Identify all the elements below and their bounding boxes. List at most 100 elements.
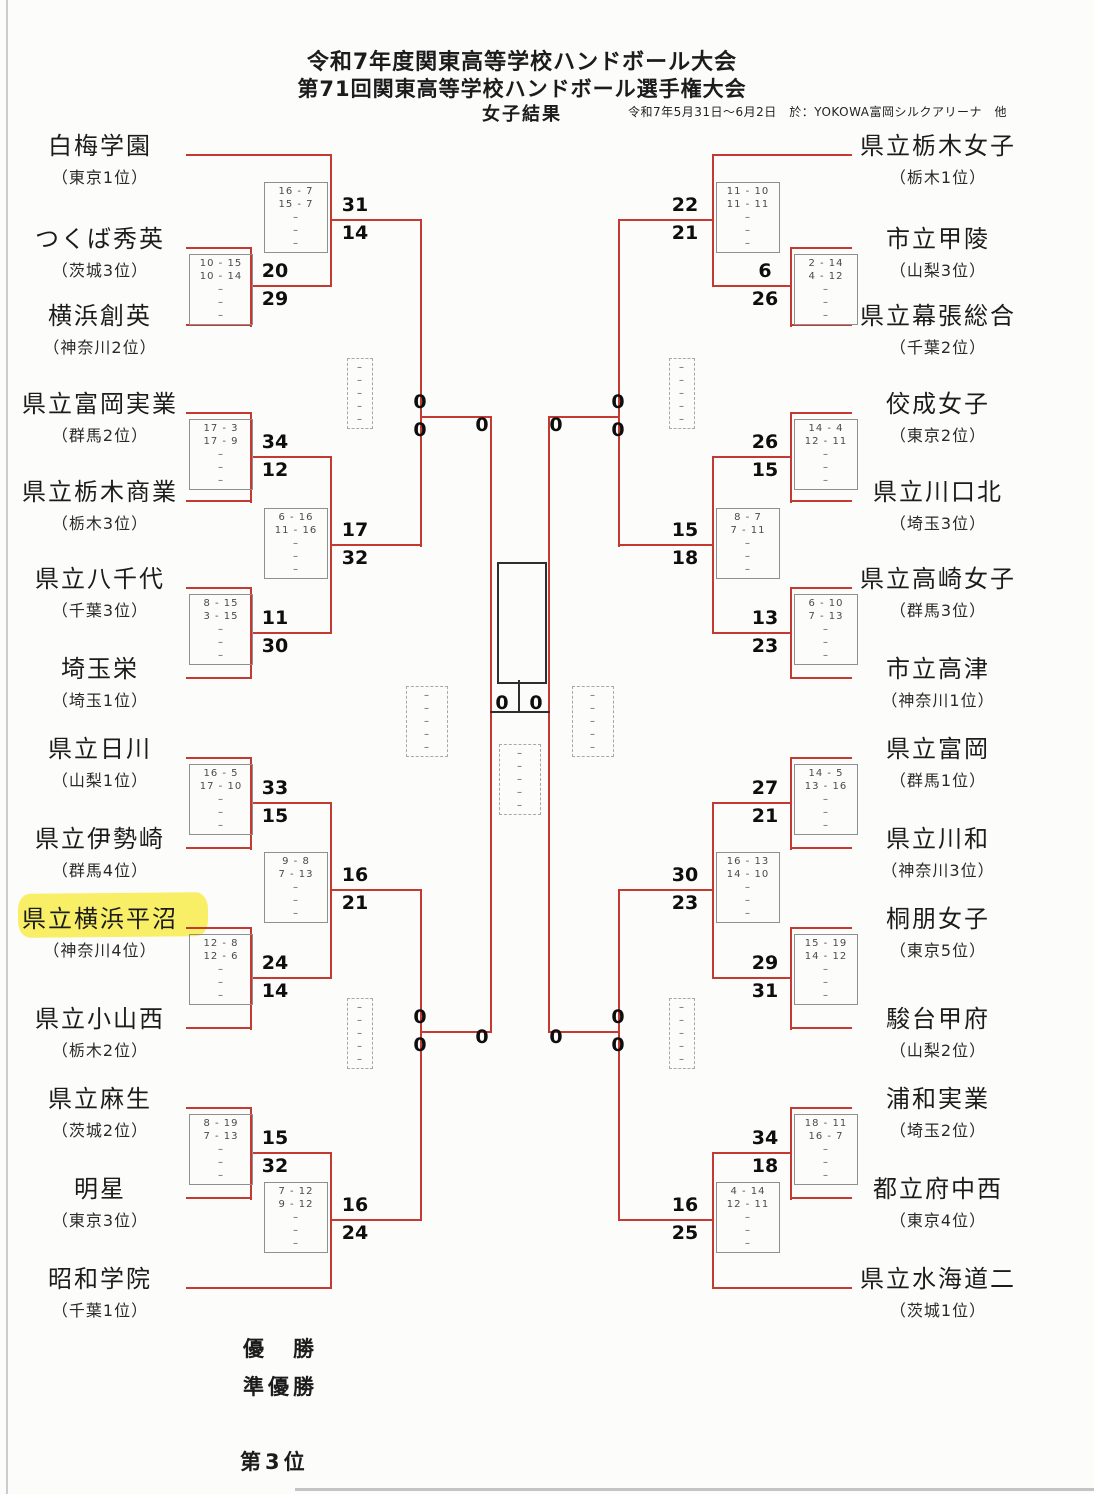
period-row: – [823,462,829,473]
team-seed: （東京3位） [51,1211,149,1230]
period-row: 7 - 12 [278,1186,314,1197]
team-left-8: 県立伊勢崎（群馬4位） [12,819,188,881]
team-name: 昭和学院 [48,1265,152,1293]
team-right-1: 市立甲陵（山梨3位） [850,219,1026,281]
team-name: 浦和実業 [886,1085,990,1113]
team-left-6: 埼玉栄（埼玉1位） [12,649,188,711]
team-seed: （茨城2位） [51,1121,149,1140]
match-score: 26 [751,288,779,310]
bracket-line [186,757,250,759]
period-row: – [590,729,596,740]
team-seed: （神奈川3位） [881,861,995,880]
match-score: 15 [671,519,699,541]
bracket-line [250,977,330,979]
team-seed: （神奈川4位） [43,941,157,960]
team-right-2: 県立幕張総合 （千葉2位） [850,296,1026,358]
bracket-line [186,1287,330,1289]
team-name: 県立栃木商業 [22,478,178,506]
period-row: – [745,238,751,249]
period-row: – [679,401,685,412]
team-seed: （東京2位） [889,426,987,445]
bracket-line [186,677,250,679]
period-row: – [679,1015,685,1026]
period-row: – [823,807,829,818]
bracket-line [330,1219,420,1221]
match-score: 31 [341,194,369,216]
bracket-line [548,416,618,418]
team-right-4: 県立川口北（埼玉3位） [850,472,1026,534]
bracket-line [618,544,712,546]
period-row: 7 - 13 [278,869,314,880]
period-row: – [679,1028,685,1039]
bracket-line [330,219,420,221]
bracket-line [790,927,792,1030]
period-row: – [357,1041,363,1052]
match-score: 21 [341,892,369,914]
period-row: – [823,624,829,635]
period-row: 2 - 14 [808,258,844,269]
period-row: – [679,1054,685,1065]
period-row: – [357,401,363,412]
bracket-line [186,324,250,326]
team-name: 埼玉栄 [61,655,139,683]
period-row: – [745,538,751,549]
period-row: 11 - 11 [726,199,770,210]
period-row: – [357,362,363,373]
bracket-line [712,1287,852,1289]
period-row: – [590,742,596,753]
period-row: – [823,977,829,988]
period-row: – [823,284,829,295]
period-row: – [218,624,224,635]
bracket-line [790,757,852,759]
period-row: – [745,551,751,562]
match-score: 23 [751,635,779,657]
period-score-box-empty: ––––– [406,686,448,757]
team-name: 県立川和 [886,825,990,853]
runner-up-label: 準優勝 [243,1375,318,1399]
period-row: 14 - 5 [808,768,844,779]
bracket-line [250,632,330,634]
period-row: – [357,1015,363,1026]
match-score: 34 [261,431,289,453]
match-score: 0 [549,1026,563,1048]
bracket-line [712,802,790,804]
period-row: – [590,690,596,701]
period-row: 6 - 10 [808,598,844,609]
match-score: 0 [413,391,427,413]
bracket-line [712,456,790,458]
bracket-line [330,889,420,891]
period-row: – [745,1238,751,1249]
period-row: 16 - 7 [808,1131,844,1142]
bracket-line [790,247,852,249]
period-row: 14 - 10 [726,869,770,880]
period-row: – [293,1238,299,1249]
match-score: 11 [261,607,289,629]
team-name: 県立幕張総合 [860,302,1016,330]
period-row: – [823,650,829,661]
team-seed: （群馬2位） [51,426,149,445]
date-venue: 令和7年5月31日～6月2日 於：YOKOWA富岡シルクアリーナ 他 [628,105,1008,119]
match-score: 0 [475,1026,489,1048]
period-row: – [517,748,523,759]
period-row: – [823,794,829,805]
bracket-line [790,1197,852,1199]
period-row: – [357,1054,363,1065]
period-row: – [745,1225,751,1236]
bracket-line [712,977,790,979]
team-seed: （山梨3位） [889,261,987,280]
bracket-line [712,802,714,979]
bracket-line [420,1031,490,1033]
period-row: – [679,362,685,373]
period-row: – [823,1170,829,1181]
period-row: – [424,716,430,727]
period-row: – [745,895,751,906]
team-seed: （千葉2位） [889,338,987,357]
period-row: – [218,1144,224,1155]
period-row: – [293,225,299,236]
match-score: 30 [261,635,289,657]
team-right-13: 県立水海道二（茨城1位） [850,1259,1026,1321]
team-name: 明星 [74,1175,126,1203]
